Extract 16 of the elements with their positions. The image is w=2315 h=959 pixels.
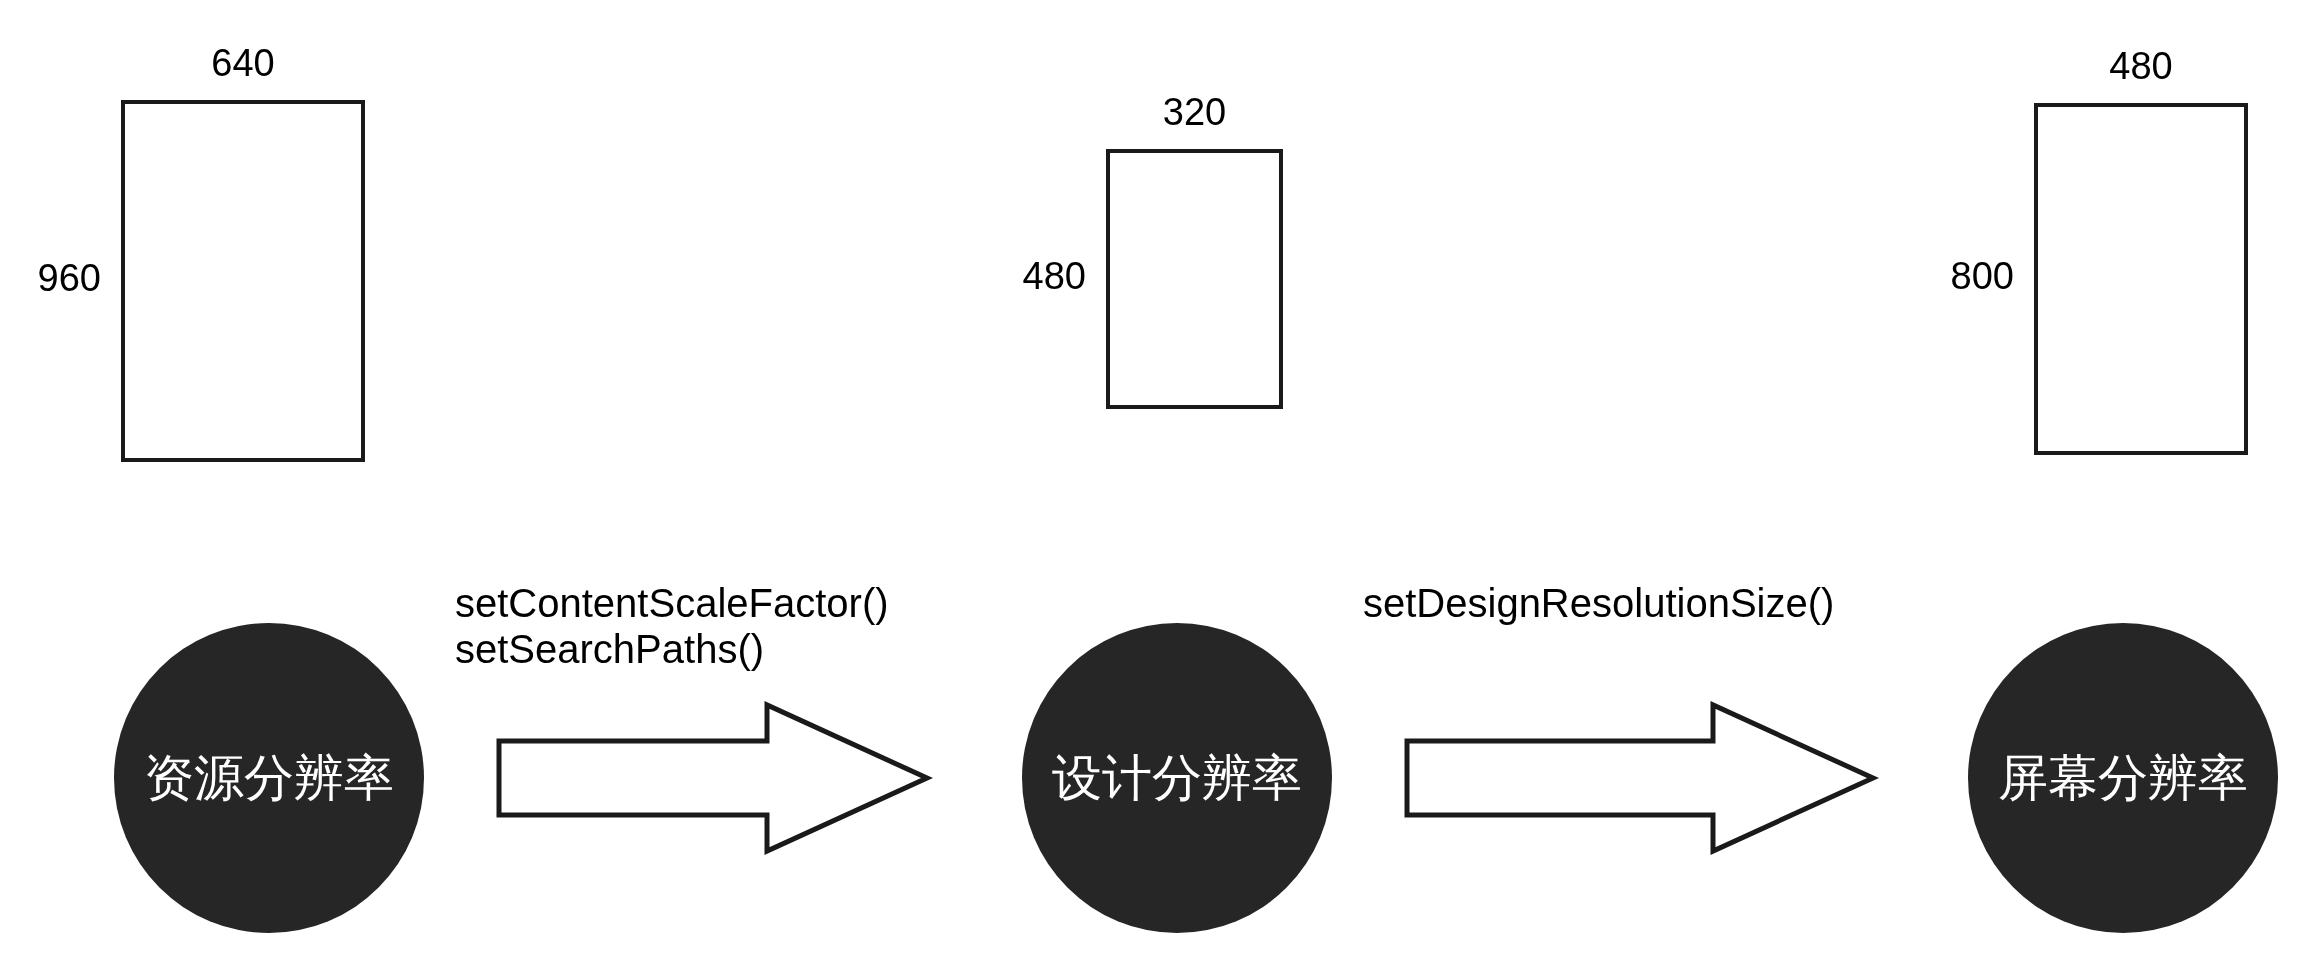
rectangle-frame	[121, 100, 365, 462]
node-label: 资源分辨率	[144, 748, 394, 808]
edge-label: setContentScaleFactor() setSearchPaths()	[455, 580, 890, 672]
block-arrow	[496, 701, 934, 855]
edge-label: setDesignResolutionSize()	[1363, 580, 1836, 626]
node-label: 设计分辨率	[1052, 748, 1302, 808]
dimension-label: 480	[1021, 257, 1086, 295]
node-label: 屏幕分辨率	[1998, 748, 2248, 808]
rectangle-frame	[2034, 103, 2248, 455]
dimension-label: 320	[1161, 93, 1228, 131]
rectangle-frame	[1106, 149, 1283, 409]
dimension-label: 480	[2108, 47, 2174, 85]
dimension-label: 960	[36, 259, 101, 297]
block-arrow	[1404, 701, 1880, 855]
dimension-label: 640	[210, 44, 276, 82]
dimension-label: 800	[1949, 257, 2014, 295]
